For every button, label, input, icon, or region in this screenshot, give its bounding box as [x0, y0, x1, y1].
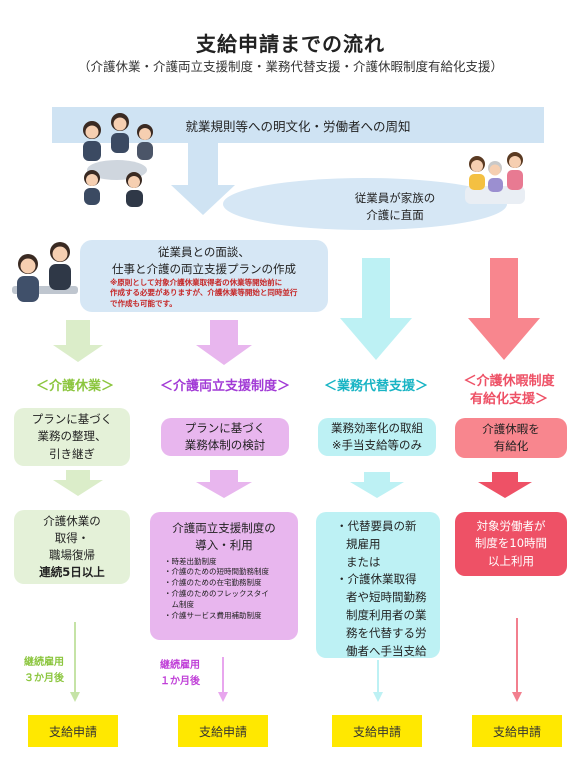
interview-note: ※原則として対象介護休業取得者の休業等開始前に 作成する必要がありますが、介護休… — [110, 278, 298, 308]
col3-step2-box: ・代替要員の新 規雇用 または ・介護休業取得 者や短時間勤務 制度利用者の業 … — [316, 512, 440, 658]
arrow-cyan-mid — [350, 472, 404, 498]
col3-apply: 支給申請 — [332, 715, 422, 747]
family-ellipse — [223, 178, 507, 230]
page-title: 支給申請までの流れ — [196, 32, 385, 56]
category-ryoritsu: ＜介護両立支援制度＞ — [159, 379, 290, 394]
col2-continuation: 継続雇用 １か月後 — [160, 660, 200, 687]
meeting-illustration — [83, 113, 153, 207]
caregiving-illustration — [465, 152, 525, 204]
col2-step2-box: 介護両立支援制度の 導入・利用 ・時差出勤制度 ・介護のための短時間勤務制度 ・… — [150, 512, 298, 640]
arrow-green-mid — [53, 470, 103, 496]
col1-apply: 支給申請 — [28, 715, 118, 747]
col4-step1-box: 介護休暇を 有給化 — [455, 418, 567, 458]
arrow-green-top — [53, 320, 103, 362]
family-text: 従業員が家族の 介護に直面 — [354, 191, 436, 222]
arrow-cyan-top — [340, 258, 412, 360]
col2-step1-box: プランに基づく 業務体制の検討 — [161, 418, 289, 456]
rules-text: 就業規則等への明文化・労働者への周知 — [185, 118, 411, 134]
arrow-purple-top — [196, 320, 252, 365]
rules-bar: 就業規則等への明文化・労働者への周知 — [52, 107, 544, 143]
arrow-red-top — [468, 258, 540, 360]
arrow-purple-mid — [196, 470, 252, 498]
category-kyuka-yukyu: ＜介護休暇制度 有給化支援＞ — [463, 374, 555, 407]
col1-continuation: 継続雇用 ３か月後 — [24, 657, 64, 684]
arrow-blue-main — [171, 140, 235, 215]
col2-apply: 支給申請 — [178, 715, 268, 747]
category-gyomu-daitai: ＜業務代替支援＞ — [323, 379, 428, 394]
col3-step1-box: 業務効率化の取組 ※手当支給等のみ — [318, 418, 436, 456]
col4-step2-box: 対象労働者が 制度を10時間 以上利用 — [455, 512, 567, 576]
col2-bullets: ・時差出勤制度 ・介護のための短時間勤務制度 ・介護のための在宅勤務制度 ・介護… — [164, 556, 269, 620]
col4-apply: 支給申請 — [472, 715, 562, 747]
col1-step1-box: プランに基づく 業務の整理、 引き継ぎ — [14, 408, 130, 466]
col1-step2-box: 介護休業の 取得・ 職場復帰 連続5日以上 — [14, 510, 130, 584]
interview-illustration — [12, 242, 78, 302]
col1-condition: 連続5日以上 — [39, 565, 105, 580]
page-subtitle: （介護休業・介護両立支援制度・業務代替支援・介護休暇制度有給化支援） — [77, 59, 503, 74]
arrow-red-mid — [478, 472, 532, 498]
interview-box: 従業員との面談、 仕事と介護の両立支援プランの作成 ※原則として対象介護休業取得… — [80, 240, 328, 312]
category-kaigo-kyugyo: ＜介護休業＞ — [35, 379, 114, 394]
